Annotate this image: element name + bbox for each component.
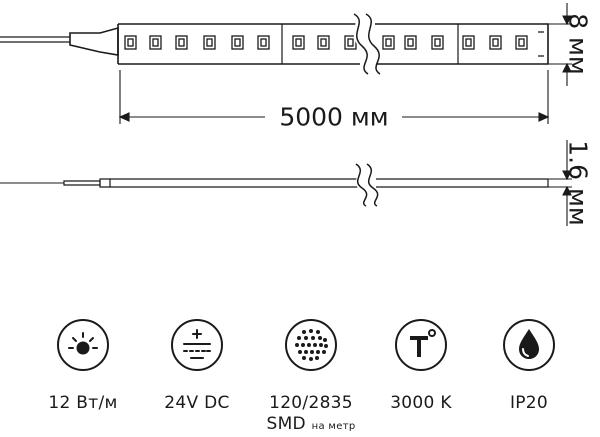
led-chip-inner: [234, 38, 241, 47]
led-chip-inner: [206, 38, 213, 47]
led-dot: [311, 336, 315, 340]
led-chip: [257, 35, 270, 50]
led-dot: [295, 343, 299, 347]
led-chip: [203, 35, 216, 50]
led-dot: [313, 343, 317, 347]
led-chip: [231, 35, 244, 50]
led-chip-inner: [320, 38, 327, 47]
spec-voltage-label: 24V DC: [164, 393, 230, 413]
led-dot: [301, 343, 305, 347]
led-chip-inner: [434, 38, 441, 47]
led-chip-inner: [518, 38, 525, 47]
led-dot: [323, 338, 327, 342]
led-dot: [324, 344, 328, 348]
led-chip-inner: [407, 38, 414, 47]
strip-end-marks: [538, 31, 544, 57]
led-chip: [124, 35, 137, 50]
led-chip: [382, 35, 395, 50]
spec-power-label: 12 Вт/м: [48, 393, 118, 413]
strip-cable: [0, 36, 70, 43]
led-dot: [309, 357, 313, 361]
led-dot: [302, 356, 306, 360]
led-dot: [316, 350, 320, 354]
led-dot: [309, 329, 313, 333]
led-dot: [318, 336, 322, 340]
led-chip: [175, 35, 188, 50]
led-chip-inner: [295, 38, 302, 47]
led-chip-inner: [260, 38, 267, 47]
strip-connector: [69, 26, 119, 56]
width-label: 8 мм: [564, 13, 593, 75]
led-chip-inner: [152, 38, 159, 47]
spec-color-temp: 3000 K: [366, 318, 476, 414]
led-chip: [462, 35, 475, 50]
spec-leds: 120/2835 SMD на метр: [256, 318, 366, 437]
led-dot: [319, 343, 323, 347]
spec-leds-label: 120/2835: [269, 393, 353, 413]
spec-leds-sub-small: на метр: [311, 421, 356, 432]
led-chip: [515, 35, 528, 50]
led-chip: [149, 35, 162, 50]
temperature-icon: [395, 319, 447, 371]
led-dot: [322, 350, 326, 354]
spec-color-temp-label: 3000 K: [390, 393, 452, 413]
led-dot: [304, 350, 308, 354]
led-chip: [292, 35, 305, 50]
led-chip-inner: [347, 38, 354, 47]
strip-body-right: [375, 23, 549, 65]
led-chip: [431, 35, 444, 50]
spec-power: 12 Вт/м: [28, 318, 138, 414]
led-dot: [310, 350, 314, 354]
led-dot: [315, 356, 319, 360]
led-chip: [317, 35, 330, 50]
thickness-dimension: [548, 140, 572, 226]
spec-leds-sub-main: SMD: [266, 414, 306, 434]
water-drop-icon: [503, 319, 555, 371]
led-dot: [304, 336, 308, 340]
led-dot: [307, 343, 311, 347]
led-dot: [302, 330, 306, 334]
break-mark-top: [353, 7, 381, 80]
strip-body-left: [117, 23, 360, 65]
led-strip-diagram: 8 мм 5000 мм 1.6 мм: [0, 3, 593, 226]
break-mark-side: [355, 158, 379, 212]
spec-voltage: 24V DC: [142, 318, 252, 414]
strip-side-view: [0, 178, 549, 188]
spec-protection: IP20: [474, 318, 584, 414]
led-chip-inner: [127, 38, 134, 47]
led-chip-inner: [178, 38, 185, 47]
length-dimension: [118, 70, 550, 124]
led-dot: [298, 350, 302, 354]
led-dot: [316, 330, 320, 334]
led-chip: [404, 35, 417, 50]
width-dimension: [548, 3, 572, 86]
length-label: 5000 мм: [279, 103, 388, 132]
led-chips: [124, 31, 544, 57]
led-dot: [297, 336, 301, 340]
dc-power-icon: [171, 319, 223, 371]
led-dots-icon: [285, 319, 337, 371]
brightness-icon: [57, 319, 109, 371]
led-chip-inner: [492, 38, 499, 47]
led-chip-inner: [465, 38, 472, 47]
spec-protection-label: IP20: [509, 393, 549, 413]
led-chip-inner: [385, 38, 392, 47]
led-chip: [489, 35, 502, 50]
thickness-label: 1.6 мм: [564, 140, 593, 225]
